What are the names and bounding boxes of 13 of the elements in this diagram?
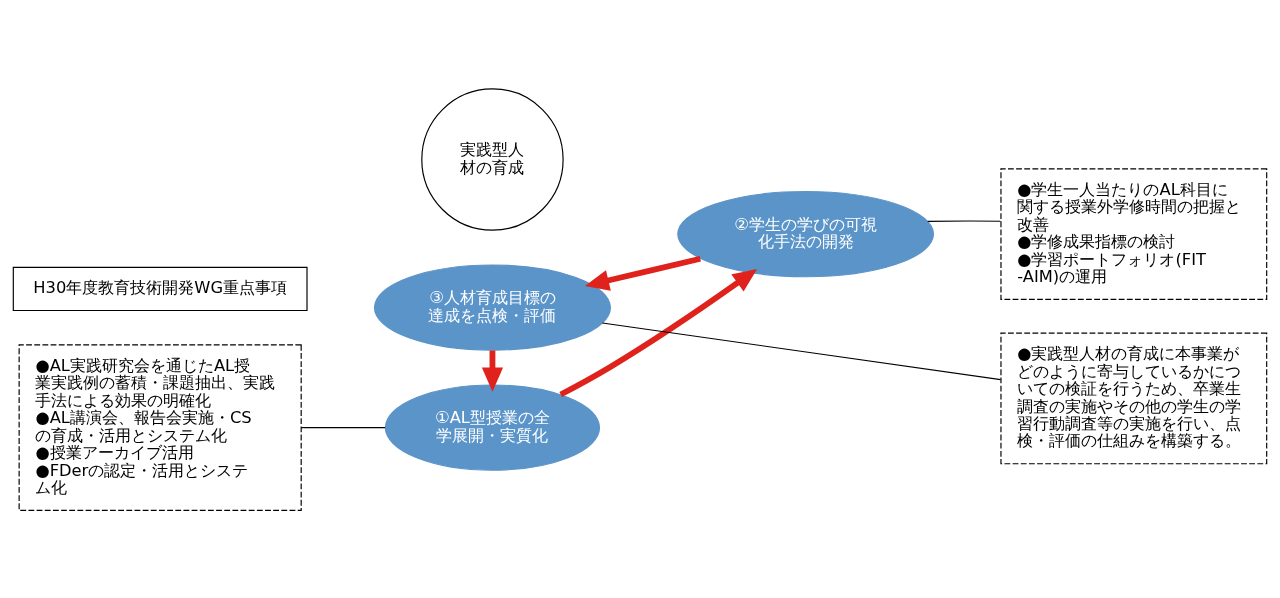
node-box: ●実践型人材の育成に本事業がどのように寄与しているかについての検証を行うため、卒業生調査の実施やその他の学生の学習行動調査等の実施を行い、点検・評価の仕組みを構築する。 [1000, 332, 1268, 464]
node-circle: 実践型人材の育成 [421, 87, 564, 231]
connector [300, 426, 386, 428]
arrow [584, 255, 701, 291]
node-ellipse: ①AL型授業の全学展開・実質化 [384, 383, 601, 471]
node-box: H30年度教育技術開発WG重点事項 [12, 266, 308, 311]
connector [927, 219, 1002, 222]
connector [601, 321, 1002, 380]
node-box: ●AL実践研究会を通じたAL授業実践例の蓄積・課題抽出、実践手法による効果の明確化 ●AL講演会、報告会実施・CSの育成・活用とシステム化 ●授業アーカイブ活用 ●FDerの認定・活用とシステム化 [18, 343, 302, 511]
arrow [481, 350, 504, 392]
arrow [559, 268, 758, 397]
node-box: ●学生一人当たりのAL科目に関する授業外学修時間の把握と改善 ●学修成果指標の検討 ●学習ポートフォリオ(FIT-AIM)の運用 [1000, 167, 1268, 300]
node-ellipse: ②学生の学びの可視化手法の開発 [677, 190, 935, 277]
